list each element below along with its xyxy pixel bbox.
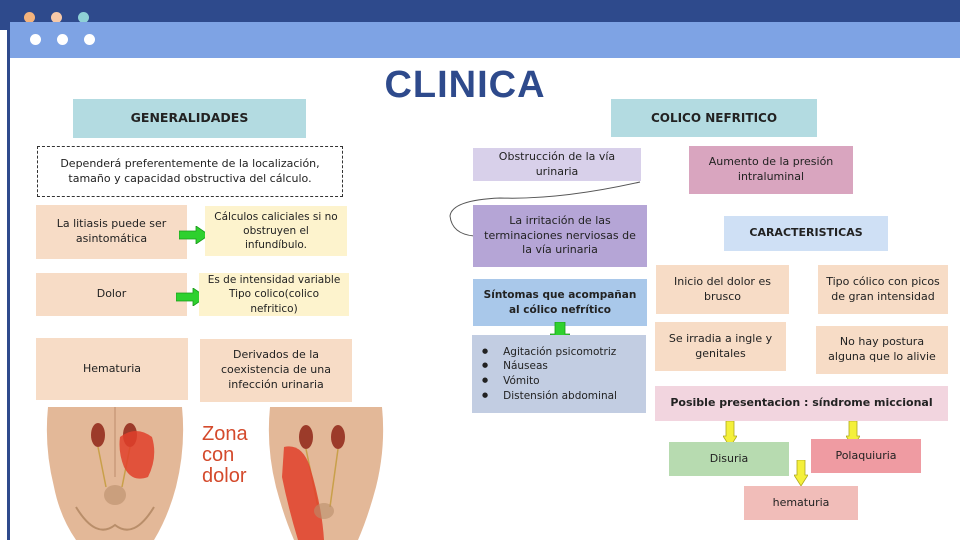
dolor-label: Dolor (36, 273, 187, 316)
disuria-box: Disuria (669, 442, 789, 476)
list-item: Agitación psicomotriz (503, 345, 617, 360)
colico-header: COLICO NEFRITICO (611, 99, 817, 137)
hematuria-detail: Derivados de la coexistencia de una infe… (200, 339, 352, 402)
yellow-down-arrow-icon (723, 421, 737, 447)
left-accent-line (7, 22, 10, 540)
decor-dot-teal (78, 12, 89, 23)
litiasis-detail: Cálculos caliciales si no obstruyen el i… (205, 206, 347, 256)
generalidades-intro: Dependerá preferentemente de la localiza… (37, 146, 343, 197)
litiasis-label: La litiasis puede ser asintomática (36, 205, 187, 259)
back-pain-illustration (46, 407, 184, 540)
caracteristica-item: Se irradia a ingle y genitales (655, 322, 786, 371)
obstruccion-box: Obstrucción de la vía urinaria (473, 148, 641, 181)
caracteristica-item: Tipo cólico con picos de gran intensidad (818, 265, 948, 314)
presentacion-header: Posible presentacion : síndrome micciona… (655, 386, 948, 421)
zona-con-dolor-label: Zona con dolor (202, 423, 248, 487)
caracteristica-item: Inicio del dolor es brusco (656, 265, 789, 314)
sintomas-list-box: Agitación psicomotriz Náuseas Vómito Dis… (472, 335, 646, 413)
green-arrow-icon (179, 226, 209, 244)
connector-curves (449, 181, 641, 237)
polaquiuria-box: Polaquiuria (811, 439, 921, 473)
header-band (10, 22, 960, 58)
sintomas-list: Agitación psicomotriz Náuseas Vómito Dis… (478, 345, 617, 404)
caracteristicas-header: CARACTERISTICAS (724, 216, 888, 251)
yellow-down-arrow-icon (794, 460, 808, 486)
header-dot (57, 34, 68, 45)
page-title: CLINICA (384, 64, 546, 106)
hematuria-label: Hematuria (36, 338, 188, 400)
dolor-detail: Es de intensidad variable Tipo colico(co… (199, 273, 349, 316)
irritacion-box: La irritación de las terminaciones nervi… (473, 205, 647, 267)
sintomas-header: Síntomas que acompañan al cólico nefríti… (473, 279, 647, 326)
list-item: Vómito (503, 374, 617, 389)
decor-dot-orange (24, 12, 35, 23)
list-item: Distensión abdominal (503, 389, 617, 404)
presion-box: Aumento de la presión intraluminal (689, 146, 853, 194)
header-dot (30, 34, 41, 45)
hematuria-presentacion-box: hematuria (744, 486, 858, 520)
header-dot (84, 34, 95, 45)
list-item: Náuseas (503, 359, 617, 374)
decor-dot-peach (51, 12, 62, 23)
caracteristica-item: No hay postura alguna que lo alivie (816, 326, 948, 374)
generalidades-header: GENERALIDADES (73, 99, 306, 138)
front-pain-illustration (268, 407, 384, 540)
